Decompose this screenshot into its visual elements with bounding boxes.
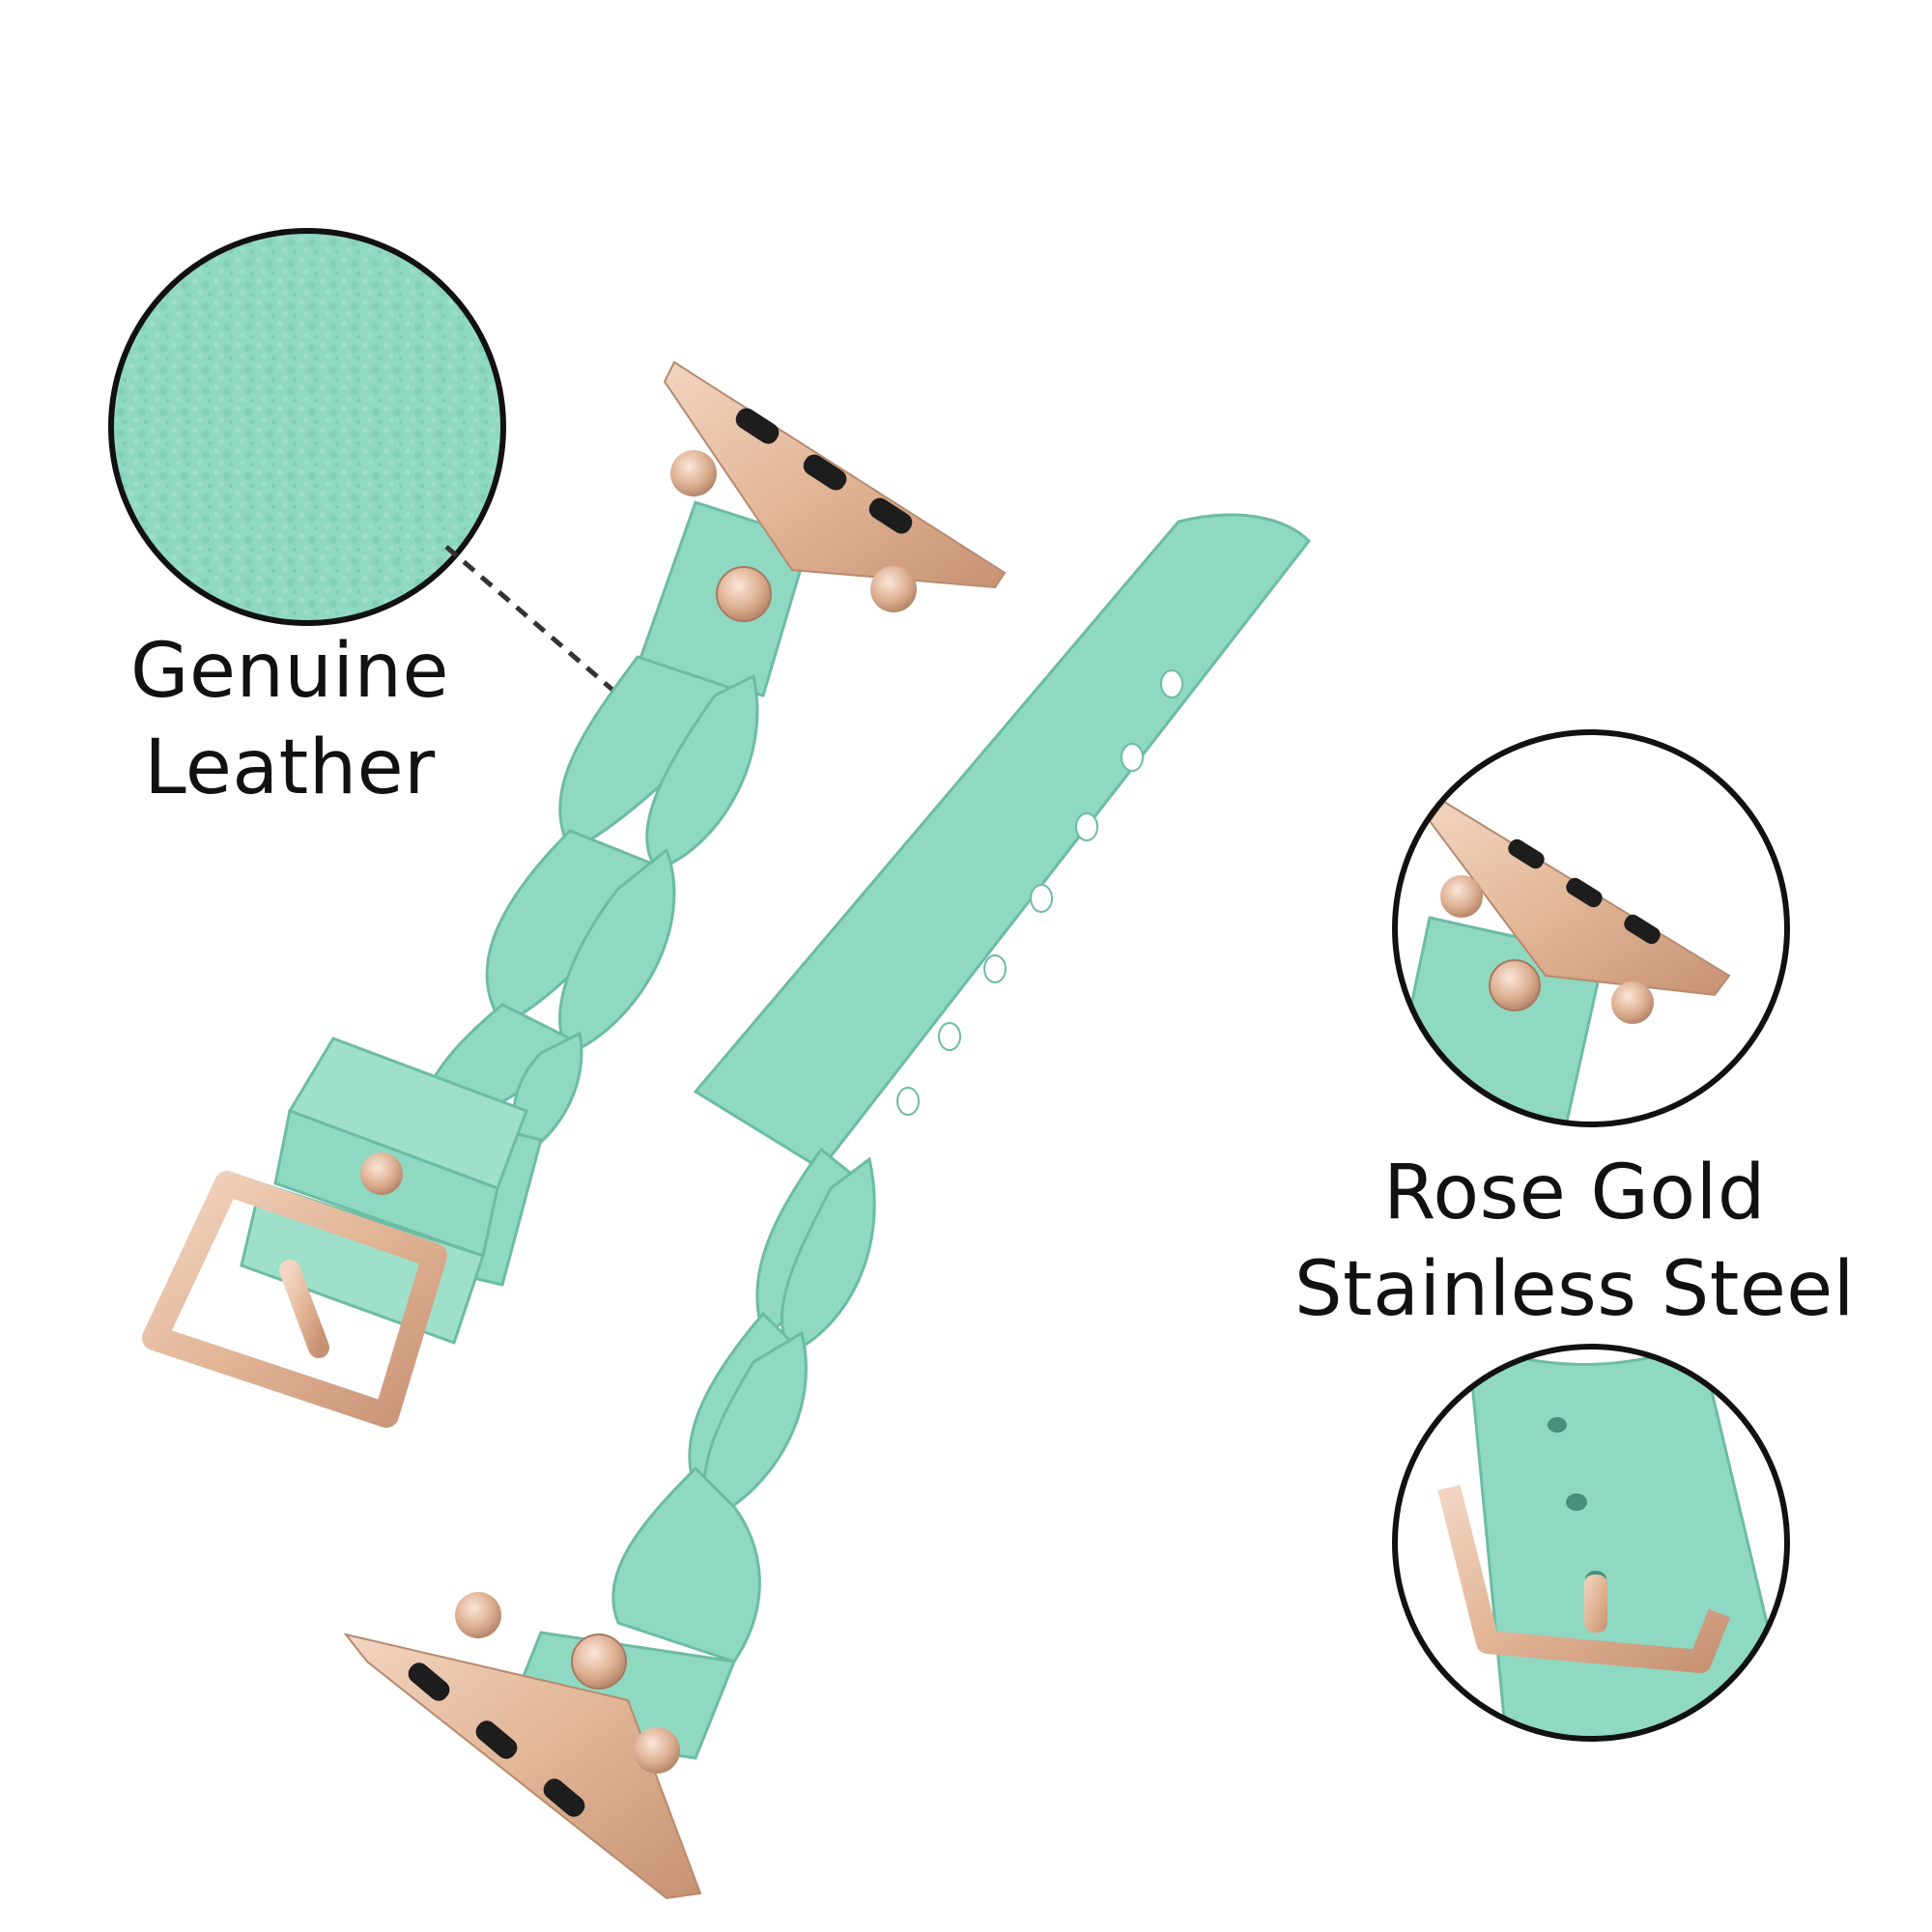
buckle-strap [240, 500, 811, 1345]
caption-line: Stainless Steel [1294, 1246, 1855, 1333]
genuine-leather-caption: Genuine Leather [97, 623, 483, 816]
caption-line: Genuine [130, 628, 449, 715]
watch-connector-top [663, 360, 1007, 612]
rose-gold-connector-detail-icon [1392, 729, 1790, 1127]
watch-connector-bottom [343, 1592, 702, 1900]
rose-gold-stainless-steel-caption: Rose Gold Stainless Steel [1256, 1145, 1893, 1338]
caption-line: Leather [144, 724, 436, 811]
buckle [142, 1152, 447, 1428]
callout-dashed-line [444, 545, 641, 715]
leather-texture-detail-icon [108, 228, 506, 626]
caption-line: Rose Gold [1383, 1150, 1766, 1236]
rose-gold-buckle-detail-icon [1392, 1344, 1790, 1742]
